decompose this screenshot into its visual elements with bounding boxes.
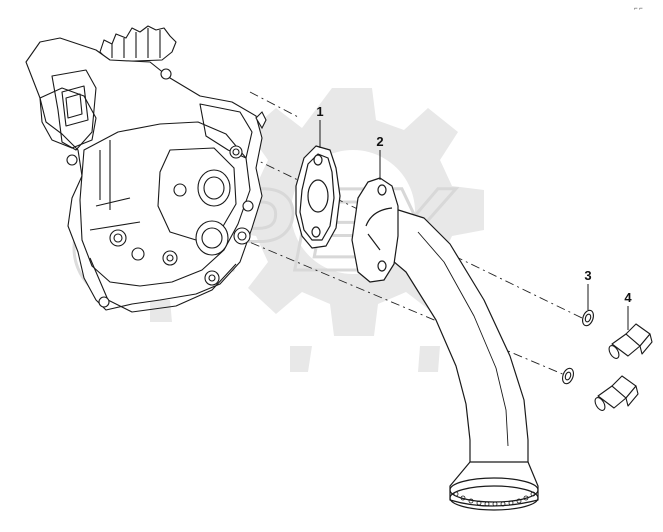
gasket-1 bbox=[295, 145, 341, 249]
oil-pump-housing bbox=[25, 25, 263, 313]
corner-mark: ⌐ ⌐ bbox=[634, 6, 643, 12]
bolts-4 bbox=[594, 323, 653, 411]
suction-pipe-2 bbox=[351, 177, 539, 511]
washers-3 bbox=[562, 309, 594, 385]
callout-1: 1 bbox=[316, 104, 323, 119]
callout-leaders bbox=[319, 120, 629, 330]
callout-2: 2 bbox=[376, 134, 383, 149]
callout-3: 3 bbox=[584, 268, 591, 283]
pump-drive-gear bbox=[99, 25, 177, 63]
callout-4: 4 bbox=[624, 290, 632, 305]
callout-labels: 1 2 3 4 bbox=[316, 104, 632, 305]
strainer-perforations bbox=[453, 491, 536, 507]
pump-bores-and-bolts bbox=[66, 68, 267, 308]
